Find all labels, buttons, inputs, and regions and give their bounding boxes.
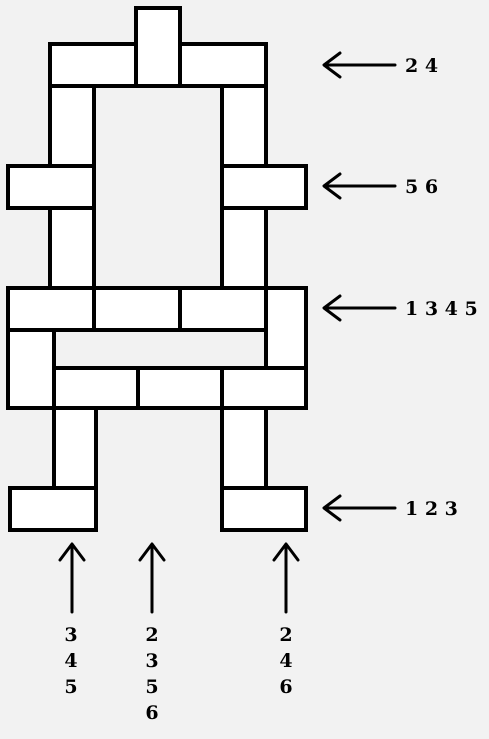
arrow-icon [324, 496, 395, 520]
block-left-post-upper [50, 86, 94, 166]
arrow-icon [324, 174, 395, 198]
block-right-arm [222, 166, 306, 208]
column-label-right-item: 2 [279, 624, 292, 646]
column-label-middle-item: 2 [145, 624, 158, 646]
block-base-3 [222, 368, 306, 408]
column-label-middle: 2 3 5 6 [145, 624, 158, 724]
arrow-icon [60, 544, 84, 612]
block-right-foot [222, 488, 306, 530]
row-label-upper-arms: 5 6 [405, 176, 438, 198]
block-left-post-lower [50, 208, 94, 288]
block-left-leg [54, 408, 96, 488]
column-label-right: 2 4 6 [279, 624, 292, 698]
column-label-left: 3 4 5 [64, 624, 77, 698]
block-seat-3 [180, 288, 266, 330]
column-label-right-item: 4 [279, 650, 292, 672]
block-seat-2 [94, 288, 180, 330]
block-left-arm [8, 166, 94, 208]
arrow-icon [324, 53, 395, 77]
block-right-leg [222, 408, 266, 488]
block-base-1 [54, 368, 138, 408]
column-label-left-item: 5 [64, 676, 77, 698]
arrow-icon [274, 544, 298, 612]
column-label-right-item: 6 [279, 676, 292, 698]
column-label-middle-item: 5 [145, 676, 158, 698]
block-base-2 [138, 368, 222, 408]
row-label-top: 2 4 [405, 55, 438, 77]
block-structure [8, 8, 306, 530]
column-label-left-item: 4 [64, 650, 77, 672]
column-label-left-item: 3 [64, 624, 77, 646]
row-label-seat: 1 3 4 5 [405, 298, 478, 320]
block-top-right-beam [180, 44, 266, 86]
block-right-post-upper [222, 86, 266, 166]
column-label-middle-item: 6 [145, 702, 158, 724]
arrow-icon [324, 296, 395, 320]
row-label-feet: 1 2 3 [405, 498, 458, 520]
block-right-post-lower [222, 208, 266, 288]
block-left-foot [10, 488, 96, 530]
column-label-middle-item: 3 [145, 650, 158, 672]
block-seat-left-vertical [8, 330, 54, 408]
block-top-left-beam [50, 44, 136, 86]
arrow-icon [140, 544, 164, 612]
block-top-cap [136, 8, 180, 86]
block-seat-1 [8, 288, 94, 330]
block-seat-right-vertical [266, 288, 306, 368]
